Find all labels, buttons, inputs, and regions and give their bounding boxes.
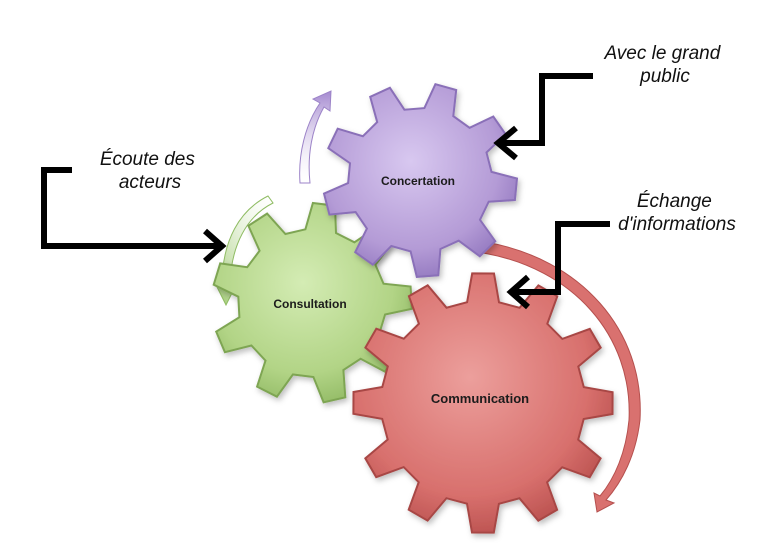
purple-curved-arrow [299, 90, 332, 184]
grand-public-callout: Avec le grand public [603, 43, 725, 87]
ecoute-callout: Écoute des acteurs [100, 149, 200, 193]
concertation-label: Concertation [381, 174, 455, 188]
echange-callout-arrow [506, 221, 610, 310]
communication-gear-shape [352, 272, 614, 534]
communication-gear: Communication [352, 272, 614, 534]
communication-label: Communication [431, 391, 529, 406]
red-curved-arrow [482, 241, 641, 513]
ecoute-callout-arrow [41, 167, 227, 264]
consultation-label: Consultation [273, 297, 346, 311]
grand-public-callout-arrow [493, 73, 593, 161]
echange-callout: Échange d'informations [618, 191, 736, 235]
